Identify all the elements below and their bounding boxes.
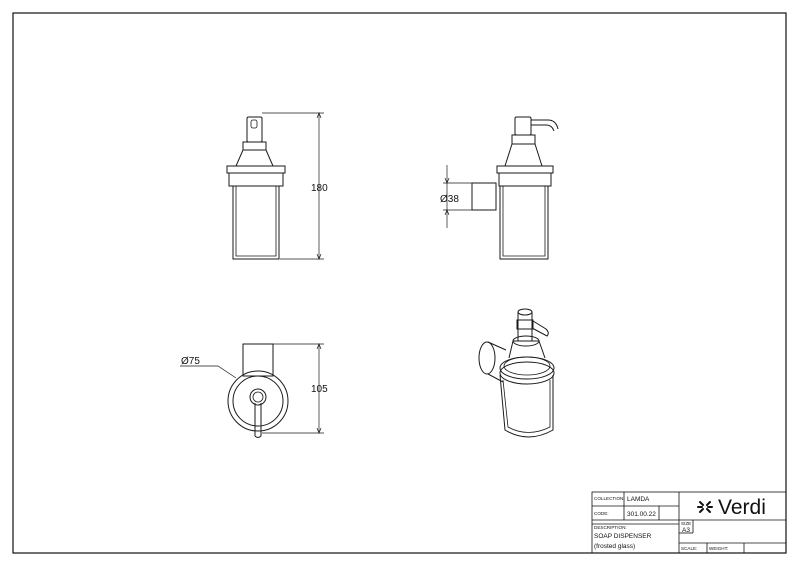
- side-view: Ø38: [440, 116, 559, 260]
- dim-base-diameter-label: Ø75: [181, 356, 200, 367]
- description-caption: DESCRIPTION:: [594, 525, 627, 530]
- description-line-1: SOAP DISPENSER: [594, 533, 652, 540]
- dim-height-label: 180: [311, 183, 328, 194]
- dim-projection-label: 105: [311, 384, 328, 395]
- top-view: Ø75 105: [180, 343, 328, 438]
- size-caption: SIZE: [681, 521, 691, 526]
- code-caption: CODE:: [594, 511, 609, 516]
- title-block: COLLECTION: LAMDA CODE: 301.00.22 DESCRI…: [591, 491, 787, 554]
- description-line-2: (frosted glass): [594, 543, 635, 550]
- isometric-view: [478, 308, 555, 438]
- asterisk-star-icon: [697, 501, 713, 513]
- drawing-frame: [12, 12, 787, 554]
- dim-mount-diameter-label: Ø38: [440, 194, 459, 205]
- weight-caption: WEIGHT:: [709, 546, 728, 551]
- front-view: 180: [226, 112, 328, 260]
- scale-caption: SCALE:: [681, 546, 697, 551]
- code-value: 301.00.22: [627, 511, 656, 518]
- size-value: A3: [682, 527, 690, 534]
- collection-value: LAMDA: [627, 496, 650, 503]
- brand-name: Verdi: [718, 496, 766, 519]
- collection-caption: COLLECTION:: [594, 496, 625, 501]
